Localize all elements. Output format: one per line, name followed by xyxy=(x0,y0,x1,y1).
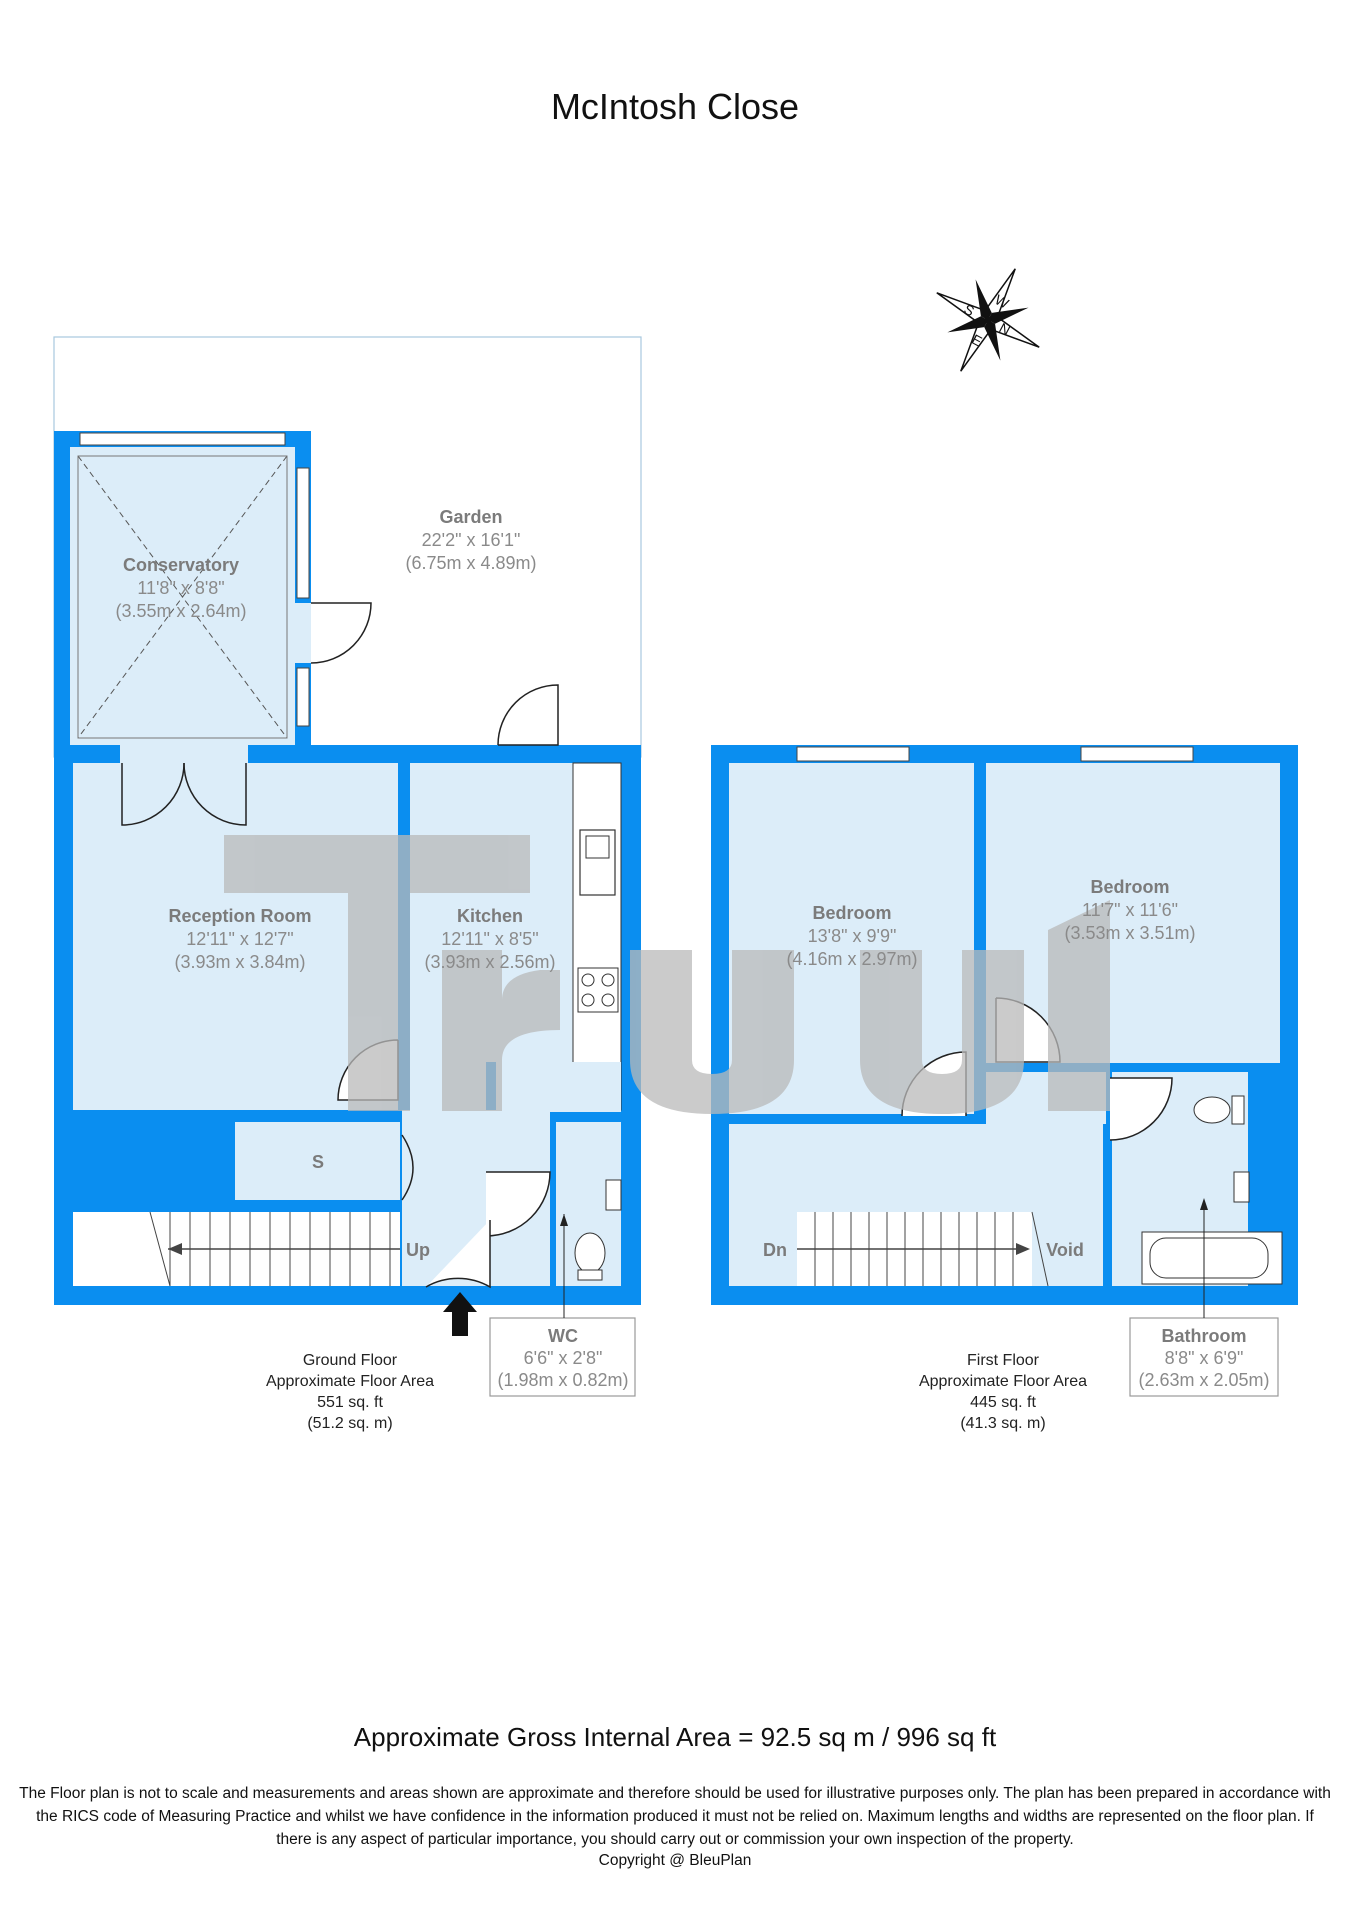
watermark-logo xyxy=(224,835,1110,1114)
bedroom-1-imperial: 13'8" x 9'9" xyxy=(808,926,897,946)
wc-name: WC xyxy=(548,1326,578,1346)
floor-plan-diagram: W N E S xyxy=(53,268,1298,1432)
bathroom-label-box xyxy=(1129,1317,1279,1397)
gross-internal-area: Approximate Gross Internal Area = 92.5 s… xyxy=(353,1722,997,1752)
garden-metric: (6.75m x 4.89m) xyxy=(405,553,536,573)
first-floor xyxy=(711,745,1298,1397)
copyright: Copyright @ BleuPlan xyxy=(598,1852,752,1869)
bedroom-2-metric: (3.53m x 3.51m) xyxy=(1064,923,1195,943)
first-floor-name: First Floor xyxy=(967,1352,1040,1369)
conservatory-window-top xyxy=(79,432,286,446)
garden-imperial: 22'2" x 16'1" xyxy=(422,530,521,550)
bathtub-icon xyxy=(1141,1231,1283,1285)
bedroom-2-name: Bedroom xyxy=(1090,877,1169,897)
disclaimer-line: there is any aspect of particular import… xyxy=(276,1831,1074,1848)
reception-imperial: 12'11" x 12'7" xyxy=(186,929,293,949)
ground-floor-sqm: (51.2 sq. m) xyxy=(307,1415,392,1432)
compass-icon: W N E S xyxy=(936,268,1040,372)
conservatory-window-side-2 xyxy=(296,667,310,727)
bathroom-toilet-icon xyxy=(1193,1095,1245,1125)
first-floor-sqm: (41.3 sq. m) xyxy=(960,1415,1045,1432)
conservatory-window-side xyxy=(296,467,310,599)
disclaimer-line: The Floor plan is not to scale and measu… xyxy=(19,1785,1331,1802)
disclaimer: The Floor plan is not to scale and measu… xyxy=(0,1782,1350,1851)
bedroom-1-name: Bedroom xyxy=(812,903,891,923)
wc-basin-icon xyxy=(605,1179,622,1211)
void-label: Void xyxy=(1046,1240,1084,1260)
hob-icon xyxy=(577,967,619,1013)
reception-name: Reception Room xyxy=(168,906,311,926)
conservatory-name: Conservatory xyxy=(123,555,239,575)
first-floor-caption: Approximate Floor Area xyxy=(919,1373,1087,1390)
wc-label-box xyxy=(489,1317,636,1397)
reception-room-floor xyxy=(73,763,398,1110)
stairs-up-label: Up xyxy=(406,1240,430,1260)
kitchen-imperial: 12'11" x 8'5" xyxy=(441,929,538,949)
bathroom-imperial: 8'8" x 6'9" xyxy=(1165,1348,1244,1368)
reception-metric: (3.93m x 3.84m) xyxy=(174,952,305,972)
stairs-down-label: Dn xyxy=(763,1240,787,1260)
ground-floor-sqft: 551 sq. ft xyxy=(317,1394,383,1411)
bathroom-basin-icon xyxy=(1233,1171,1250,1203)
disclaimer-line: the RICS code of Measuring Practice and … xyxy=(36,1808,1314,1825)
ground-floor-name: Ground Floor xyxy=(303,1352,398,1369)
garden-name: Garden xyxy=(439,507,502,527)
wc-toilet-icon xyxy=(574,1232,606,1281)
sink-icon xyxy=(579,829,616,896)
wc-metric: (1.98m x 0.82m) xyxy=(497,1370,628,1390)
bathroom-name: Bathroom xyxy=(1162,1326,1247,1346)
bedroom-2-imperial: 11'7" x 11'6" xyxy=(1082,900,1178,920)
entrance-arrow-icon xyxy=(443,1292,477,1336)
conservatory-metric: (3.55m x 2.64m) xyxy=(115,601,246,621)
storage-label: S xyxy=(312,1152,324,1172)
kitchen-metric: (3.93m x 2.56m) xyxy=(424,952,555,972)
bedroom-1-metric: (4.16m x 2.97m) xyxy=(786,949,917,969)
kitchen-name: Kitchen xyxy=(457,906,523,926)
first-floor-sqft: 445 sq. ft xyxy=(970,1394,1036,1411)
plan-title: McIntosh Close xyxy=(550,86,800,127)
wc-imperial: 6'6" x 2'8" xyxy=(524,1348,603,1368)
ground-floor xyxy=(54,431,641,1397)
conservatory-imperial: 11'8" x 8'8" xyxy=(137,578,224,598)
storage-floor xyxy=(235,1122,400,1200)
ground-floor-caption: Approximate Floor Area xyxy=(266,1373,434,1390)
bathroom-metric: (2.63m x 2.05m) xyxy=(1138,1370,1269,1390)
